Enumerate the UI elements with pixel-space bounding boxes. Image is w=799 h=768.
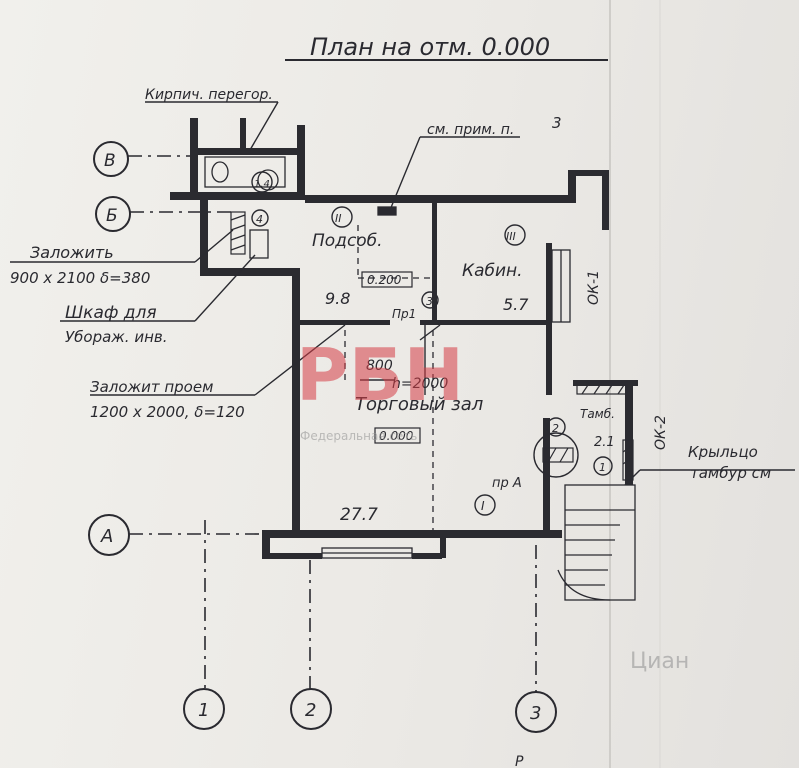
note-porch-2: тамбур см <box>690 464 771 482</box>
section-mark-label: пр А <box>492 476 522 491</box>
axis-bubble-a <box>88 514 130 556</box>
level-mark-2: 0.000 <box>379 429 414 443</box>
watermark: РБН Федеральная сеть Циан <box>296 333 689 674</box>
axis-label-v: В <box>104 151 116 171</box>
watermark-right: Циан <box>630 649 689 674</box>
opening-height: h=2000 <box>392 376 448 392</box>
note-closet-1: Шкаф для <box>65 303 157 323</box>
windows <box>321 206 571 559</box>
room-num-utility: II <box>335 212 342 225</box>
section-mark <box>360 324 441 395</box>
mark-1: 1 <box>599 461 606 474</box>
watermark-logo: РБН <box>296 333 464 417</box>
level-mark-1: 0.200 <box>367 273 402 287</box>
axis-bottom-letter: Р <box>515 754 524 768</box>
axis-label-1: 1 <box>198 700 209 721</box>
axis-label-a: А <box>100 526 113 547</box>
axis-bubble-2 <box>290 688 332 730</box>
walls <box>170 118 638 559</box>
note-see: см. прим. п. <box>427 122 514 138</box>
room-num-hall: I <box>481 499 485 513</box>
room-area-hall: 27.7 <box>340 505 378 525</box>
note-see-number: 3 <box>552 114 562 132</box>
watermark-network: Федеральная сеть <box>300 429 417 443</box>
room-label-cabin: Кабин. <box>462 261 523 281</box>
mark-wc: 1.4 <box>254 179 270 190</box>
note-fill-opening-2: 1200 x 2000, δ=120 <box>90 403 245 421</box>
room-label-vestibule: Тамб. <box>580 407 615 421</box>
note-fill-opening-1: Заложит проем <box>90 378 213 396</box>
note-porch-1: Крыльцо <box>688 443 758 461</box>
level-marks: 0.200 0.000 Пр1 800 h=2000 пр А ОК-1 ОК-… <box>361 270 669 491</box>
room-bubbles: II III I 1.4 4 3 2 1 <box>251 171 613 516</box>
axis-label-3: 3 <box>530 703 541 724</box>
axis-bubble-1 <box>183 688 225 730</box>
dashed-lines <box>344 225 434 530</box>
mark-4: 4 <box>256 213 263 226</box>
room-area-cabin: 5.7 <box>503 295 529 314</box>
room-area-vestibule: 2.1 <box>594 435 615 450</box>
opening-mark-pr1: Пр1 <box>392 307 416 321</box>
window-mark-ok2: ОК-2 <box>653 415 669 450</box>
room-label-hall: Торговый зал <box>355 394 483 415</box>
wall-hatching <box>230 211 634 481</box>
note-brick-partition: Кирпич. перегор. <box>145 87 273 103</box>
mark-3: 3 <box>426 295 433 308</box>
note-closet-2: Убораж. инв. <box>65 328 168 346</box>
window-mark-ok1: ОК-1 <box>586 270 602 305</box>
annotations: Кирпич. перегор. см. прим. п. 3 Заложить… <box>10 87 771 482</box>
note-fill-door-2: 900 x 2100 δ=380 <box>10 269 150 287</box>
mark-2: 2 <box>552 422 559 435</box>
axis-label-2: 2 <box>305 700 316 721</box>
porch-stairs <box>557 484 636 601</box>
plan-title: План на отм. 0.000 <box>310 33 550 61</box>
opening-width: 800 <box>366 358 393 374</box>
axis-bubble-v <box>93 141 129 177</box>
axis-bubble-b <box>95 196 131 232</box>
room-area-utility: 9.8 <box>325 289 350 308</box>
axis-bubble-3 <box>515 691 557 733</box>
axis-grid: В Б А 1 2 3 Р <box>88 141 557 768</box>
note-fill-door-1: Заложить <box>30 243 114 262</box>
leader-lines <box>10 101 795 486</box>
room-label-utility: Подсоб. <box>312 231 383 251</box>
room-num-cabin: III <box>506 230 516 243</box>
axis-label-b: Б <box>106 206 118 226</box>
room-labels: Подсоб. 9.8 Кабин. 5.7 Торговый зал 27.7… <box>312 231 615 525</box>
